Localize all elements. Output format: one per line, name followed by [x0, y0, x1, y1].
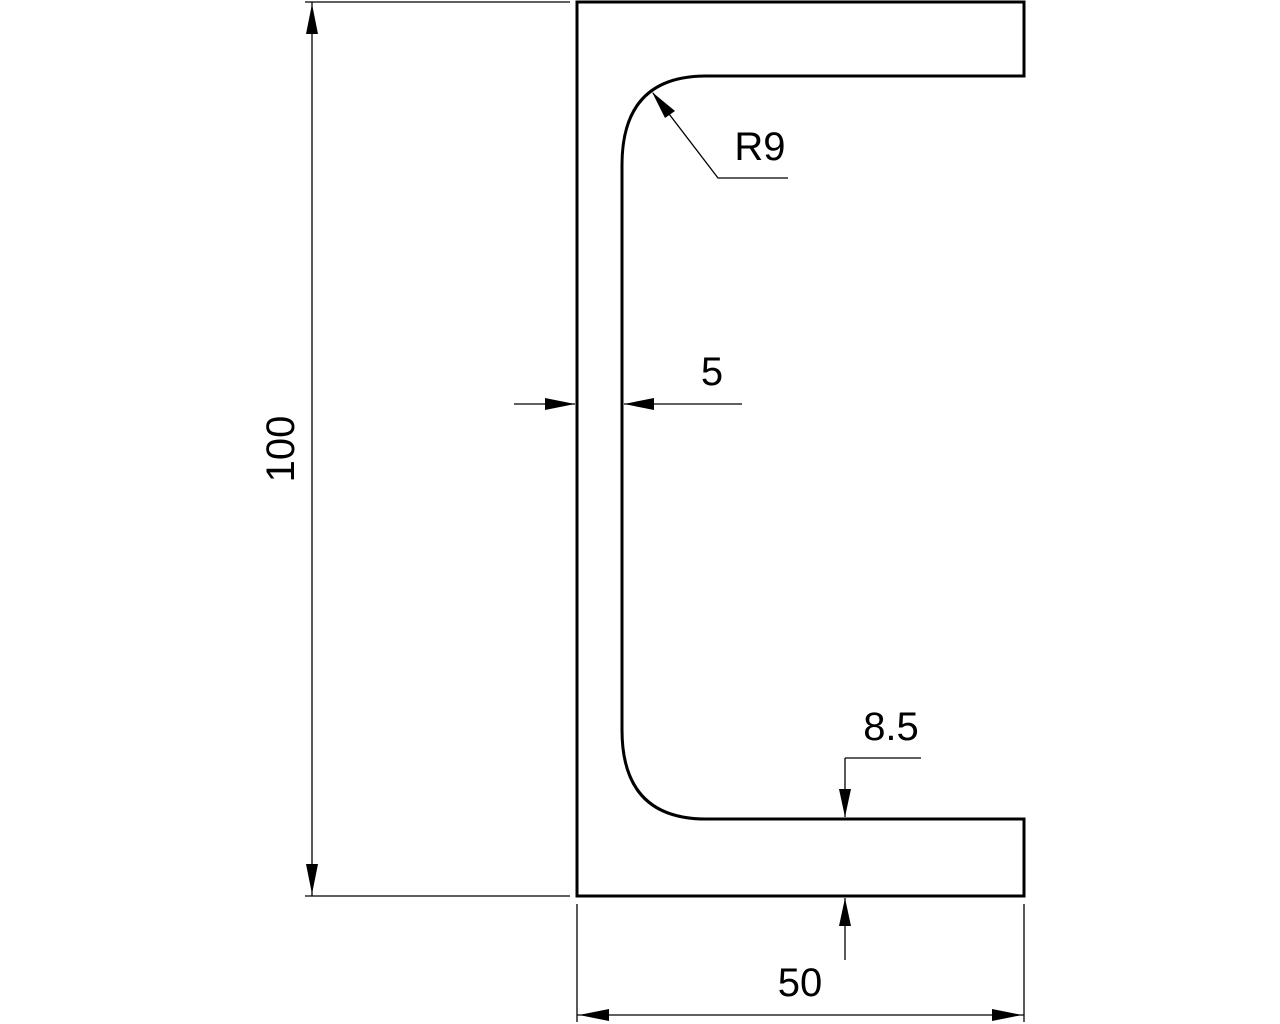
width-arrow-right: [992, 1009, 1022, 1021]
flange-thickness-dimension: 8.5: [839, 705, 921, 960]
height-arrow-bottom: [306, 864, 318, 894]
width-label: 50: [778, 961, 823, 1005]
height-arrow-top: [306, 4, 318, 34]
height-dimension: 100: [259, 1, 570, 897]
web-thickness-label: 5: [701, 350, 723, 394]
flange-thickness-arrow-bottom: [839, 898, 851, 926]
width-arrow-left: [579, 1009, 609, 1021]
flange-thickness-arrow-top: [839, 789, 851, 817]
web-thickness-arrow-right: [624, 398, 654, 410]
fillet-radius-label: R9: [734, 125, 785, 169]
channel-profile-outline: [575, 0, 1026, 898]
fillet-radius-leader: [652, 92, 788, 179]
flange-thickness-label: 8.5: [863, 705, 919, 749]
height-label: 100: [259, 416, 303, 483]
web-thickness-arrow-left: [545, 398, 575, 410]
width-dimension: 50: [576, 904, 1025, 1022]
fillet-radius-arrow: [652, 92, 675, 118]
fillet-radius-callout: R9: [652, 92, 788, 179]
web-thickness-dimension: 5: [514, 350, 742, 410]
